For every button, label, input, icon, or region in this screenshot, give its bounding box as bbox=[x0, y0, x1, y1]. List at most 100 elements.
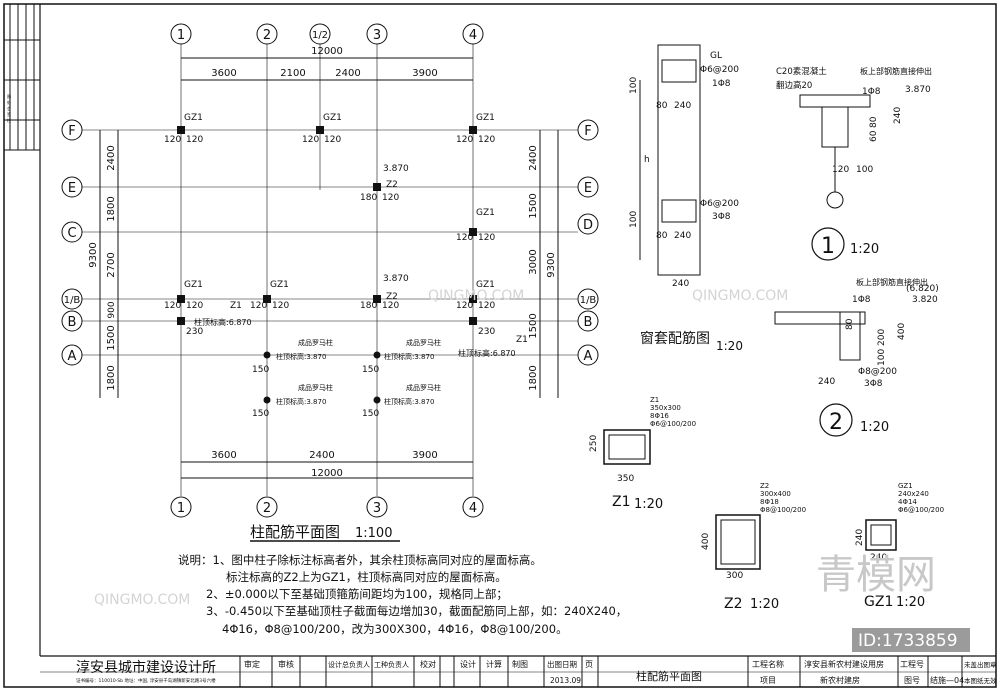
axis-top-label-1: 2 bbox=[263, 28, 271, 43]
dim-right-total: 9300 bbox=[546, 252, 557, 277]
dim-col-a3b-150a: 150 bbox=[362, 409, 379, 419]
role-0: 审定 bbox=[244, 659, 260, 669]
dim-bottom-span-2: 3900 bbox=[412, 450, 437, 461]
dim-col-f4-120b: 120 bbox=[478, 135, 495, 145]
axis-right-label-3: 1/B bbox=[580, 295, 597, 306]
note-line-0: 说明：1、图中柱子除标注标高者外，其余柱顶标高同对应的屋面标高。 bbox=[178, 553, 542, 567]
window-top-rebar: Φ6@200 bbox=[700, 65, 739, 75]
roman-col-label-1: 成品罗马柱 bbox=[298, 338, 333, 347]
axis-left-label-4: B bbox=[68, 315, 77, 330]
axis-right-label-2: D bbox=[583, 218, 593, 233]
dim-col-a2-150a: 150 bbox=[252, 365, 269, 375]
id-text: ID:1733859 bbox=[858, 631, 958, 651]
roman-col-label-3: 成品罗马柱 bbox=[298, 383, 333, 392]
axis-bubble-top-2: 2 bbox=[256, 23, 278, 45]
section-z1-spec-3: Φ6@100/200 bbox=[650, 420, 696, 428]
dim-col-1b2-120b: 120 bbox=[272, 301, 289, 311]
col-label-z2-1b3: Z2 bbox=[386, 292, 398, 302]
dim-col-1b3-120: 120 bbox=[382, 301, 399, 311]
dim-left-span-1: 1800 bbox=[106, 196, 117, 221]
side-label-0: 图 bbox=[7, 93, 11, 99]
dim-left-total: 9300 bbox=[88, 242, 99, 267]
section-gz1: GZ1 240x240 4Φ14 Φ6@100/200 240 240 GZ1 … bbox=[855, 482, 944, 610]
dim-top-span-1: 2100 bbox=[280, 68, 305, 79]
section-gz1-title: GZ1 bbox=[864, 594, 893, 610]
role-1: 审核 bbox=[278, 659, 294, 669]
watermark-url-3: QINGMO.COM bbox=[94, 592, 190, 608]
detail2-d100: 100 bbox=[877, 349, 887, 366]
sheet-frame bbox=[3, 3, 997, 688]
window-dim-80b: 80 bbox=[656, 231, 668, 241]
role-6: 计算 bbox=[486, 659, 502, 669]
axis-bubble-left-E: E bbox=[61, 176, 83, 198]
dim-col-1b4-120b: 120 bbox=[478, 301, 495, 311]
dim-col-1b3-180: 180 bbox=[360, 301, 377, 311]
dim-col-1b1-120a: 120 bbox=[164, 301, 181, 311]
window-dim-240a: 240 bbox=[674, 101, 691, 111]
col-label-gz1-d4: GZ1 bbox=[476, 208, 495, 218]
section-z2-spec-0: Z2 bbox=[760, 482, 769, 490]
col-label-gz1-f1: GZ1 bbox=[184, 113, 203, 123]
drawing-name: 柱配筋平面图 bbox=[636, 669, 702, 683]
side-label-1: 纸 bbox=[7, 99, 11, 105]
axis-bubble-bottom-4: 4 bbox=[462, 496, 484, 518]
axis-bottom-label-3: 4 bbox=[469, 501, 477, 516]
dim-right-span-0: 2400 bbox=[528, 145, 539, 170]
section-z2-scale: 1:20 bbox=[750, 597, 779, 612]
elev-3870-1b3: 3.870 bbox=[383, 274, 409, 284]
axis-right-label-4: B bbox=[584, 315, 593, 330]
section-gz1-height: 240 bbox=[855, 529, 865, 546]
window-dim-240c: 240 bbox=[672, 279, 689, 289]
detail1-d120: 120 bbox=[832, 165, 849, 175]
dim-col-1b2-120a: 120 bbox=[250, 301, 267, 311]
section-gz1-spec-3: Φ6@100/200 bbox=[898, 506, 944, 514]
dim-col-1b1-120b: 120 bbox=[186, 301, 203, 311]
axis-bottom-label-0: 1 bbox=[177, 501, 185, 516]
section-z2: Z2 300x400 8Φ18 Φ8@100/200 300 400 Z2 1:… bbox=[701, 482, 806, 612]
detail1-concrete: C20素混凝土 bbox=[776, 66, 827, 77]
col-label-gz1-1b4: GZ1 bbox=[476, 280, 495, 290]
plan-scale: 1:100 bbox=[355, 526, 392, 541]
dim-col-a3-150a: 150 bbox=[362, 365, 379, 375]
detail1-d240: 240 bbox=[893, 107, 903, 124]
axis-bubble-bottom-1: 1 bbox=[170, 496, 192, 518]
axis-bubble-left-C: C bbox=[61, 221, 83, 243]
dim-top-span-2: 2400 bbox=[335, 68, 360, 79]
out-date: 2013.09 bbox=[550, 676, 581, 685]
fig-no: 结施—04 bbox=[930, 675, 964, 685]
dim-bottom-span-1: 2400 bbox=[309, 450, 334, 461]
note-line-1: 标注标高的Z2上为GZ1，柱顶标高同对应的屋面标高。 bbox=[226, 570, 507, 584]
axis-bubble-right-A: A bbox=[577, 344, 599, 366]
dim-col-b4-230: 230 bbox=[478, 327, 495, 337]
side-signature-column: 图 纸 会 签 栏 bbox=[4, 4, 40, 151]
axis-top-label-3: 3 bbox=[373, 28, 381, 43]
roman-col-label-2: 成品罗马柱 bbox=[406, 338, 441, 347]
axis-bubble-bottom-2: 2 bbox=[256, 496, 278, 518]
axis-left-label-5: A bbox=[68, 349, 77, 364]
detail1-elev: 3.870 bbox=[905, 85, 931, 95]
axis-bubble-right-F: F bbox=[577, 119, 599, 141]
detail2-d200: 200 bbox=[877, 329, 887, 346]
section-z1-title: Z1 bbox=[612, 494, 631, 510]
dim-col-b1-230: 230 bbox=[186, 327, 203, 337]
roman-col-label-4: 成品罗马柱 bbox=[406, 383, 441, 392]
window-bottom-rebar: Φ6@200 bbox=[700, 199, 739, 209]
section-z1-scale: 1:20 bbox=[634, 497, 663, 512]
role-3: 工种负责人 bbox=[374, 660, 409, 669]
detail-1: C20素混凝土 翻边高20 板上部钢筋直接伸出 1Φ8 3.870 80 60 … bbox=[776, 66, 932, 261]
no-label: 工程号 bbox=[900, 660, 924, 669]
detail1-d100: 100 bbox=[856, 165, 873, 175]
role-2: 设计总负责人 bbox=[328, 660, 370, 669]
detail1-rebar: 1Φ8 bbox=[862, 87, 881, 97]
detail2-rebar-cnt: 3Φ8 bbox=[864, 379, 883, 389]
column-markers bbox=[177, 126, 477, 404]
detail2-number: 2 bbox=[829, 410, 843, 435]
id-badge bbox=[852, 628, 970, 652]
dim-left-span-2: 2700 bbox=[106, 252, 117, 277]
window-dim-100b: 100 bbox=[629, 211, 639, 228]
dim-left-span-0: 2400 bbox=[106, 145, 117, 170]
dim-top-span-0: 3600 bbox=[211, 68, 236, 79]
detail-2: 板上部钢筋直接伸出 (6.820) 3.820 1Φ8 Φ8@200 3Φ8 2… bbox=[774, 277, 939, 437]
detail1-note: 板上部钢筋直接伸出 bbox=[860, 66, 932, 76]
role-4: 校对 bbox=[420, 659, 436, 669]
